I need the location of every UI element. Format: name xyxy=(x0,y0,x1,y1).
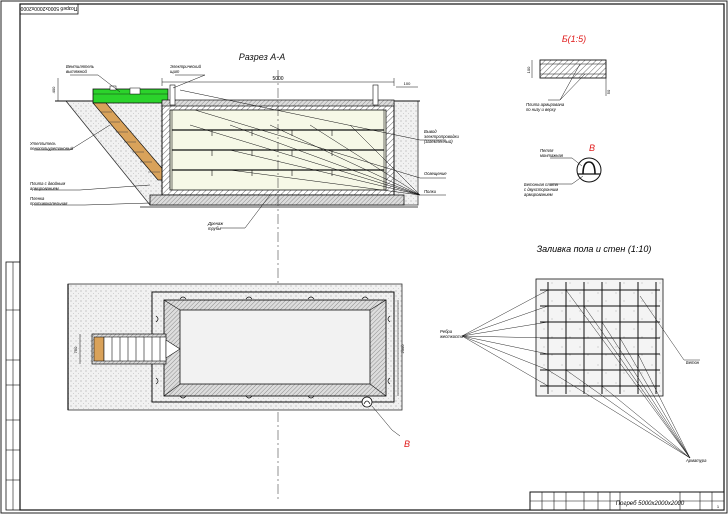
dim-left-aa: 400 xyxy=(51,86,56,93)
label-line: армированием xyxy=(524,192,553,197)
label-line: электропроводки xyxy=(424,134,459,139)
dim-b-50: 50 xyxy=(606,89,611,94)
section-aa: 5000 400 100 xyxy=(34,70,446,500)
inner-frame xyxy=(19,3,725,511)
dim-5000: 5000 xyxy=(272,76,283,82)
plan-dim-left: 750 xyxy=(73,346,78,353)
concrete-label: Бетон xyxy=(686,360,700,365)
title-block-name: Погреб 5000х2000х2000 xyxy=(616,501,685,507)
plan-detail-marker xyxy=(361,396,373,408)
detail-v-title: В xyxy=(589,143,595,153)
label-line: жесткости xyxy=(439,334,464,339)
label-line: вытяжной xyxy=(66,69,87,74)
dim-right-aa: 100 xyxy=(404,81,411,86)
label-line: пенополиуретановый xyxy=(30,146,74,151)
dim-b-100: 100 xyxy=(526,66,531,73)
section-aa-title: Разрез А-А xyxy=(239,52,286,62)
plan-dim-right: 2000 xyxy=(400,344,405,354)
label-line: монтажная xyxy=(540,153,564,158)
armature-label: Арматура xyxy=(685,458,707,463)
plan-view: В 750 2000 xyxy=(67,283,410,449)
label-lighting: Освещение xyxy=(424,171,447,176)
left-margin-table xyxy=(5,261,21,511)
mounting-loop-icon xyxy=(582,161,596,175)
label-shelves: Полки xyxy=(424,189,437,194)
floor-title: Заливка пола и стен (1:10) xyxy=(537,244,652,254)
label-line: армированием xyxy=(30,186,59,191)
label-line: с двухсторонним xyxy=(524,187,558,192)
top-left-stamp: Позреб 5000х2000х2000 xyxy=(19,3,79,15)
label-line: по низу и верху xyxy=(526,107,557,112)
vent-pipe-left xyxy=(169,84,176,106)
label-line: трубы xyxy=(208,226,221,231)
plan-callout-v: В xyxy=(404,439,410,449)
label-line: щит xyxy=(170,69,180,74)
title-block-sheet: 1 xyxy=(717,504,720,509)
label-line: противокапельная xyxy=(30,201,68,206)
vent-pipe-right xyxy=(372,84,379,106)
label-line: (заземленный) xyxy=(424,139,453,144)
title-block: Погреб 5000х2000х2000 1 xyxy=(529,491,725,511)
stamp-text: Позреб 5000х2000х2000 xyxy=(20,5,77,11)
detail-b-title: Б(1:5) xyxy=(562,34,586,44)
